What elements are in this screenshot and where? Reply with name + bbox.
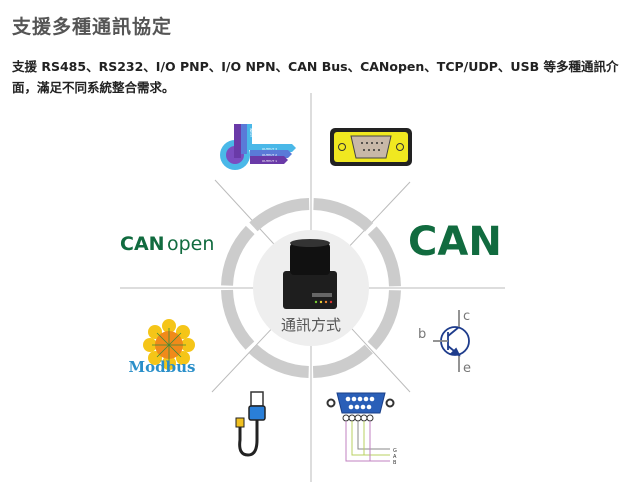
- collector-label: c: [463, 309, 470, 324]
- signal-b-label: B: [393, 460, 397, 466]
- canopen-can-text: CAN: [120, 233, 165, 255]
- page-description: 支援 RS485、RS232、I/O PNP、I/O NPN、CAN Bus、C…: [12, 59, 619, 95]
- lidar-sensor-icon: [283, 239, 337, 309]
- modbus-text: Modbus: [129, 358, 196, 376]
- modbus-logo: Modbus: [129, 319, 196, 376]
- rs232-db9-connector-icon: [330, 128, 412, 166]
- usb-cable-icon: [235, 391, 266, 457]
- signal-g-label: G: [393, 448, 397, 454]
- io-pnp-npn-icon: OUTPUT 3 OUTPUT 2 OUTPUT 1 INPUT: [220, 124, 296, 170]
- rs485-wiring-icon: [326, 392, 395, 462]
- input-label: INPUT: [249, 128, 253, 137]
- canopen-open-text: open: [167, 233, 214, 255]
- output-3-label: OUTPUT 3: [262, 147, 277, 151]
- signal-a-label: A: [393, 454, 397, 460]
- output-2-label: OUTPUT 2: [262, 153, 277, 157]
- canopen-logo: CAN open: [120, 233, 214, 255]
- emitter-label: e: [463, 361, 471, 376]
- can-bus-logo: CAN: [408, 219, 502, 265]
- output-1-label: OUTPUT 1: [262, 159, 277, 163]
- center-label: 通訊方式: [281, 316, 341, 334]
- page-title: 支援多種通訊協定: [12, 16, 173, 38]
- transistor-icon: [433, 310, 470, 372]
- base-label: b: [418, 327, 426, 342]
